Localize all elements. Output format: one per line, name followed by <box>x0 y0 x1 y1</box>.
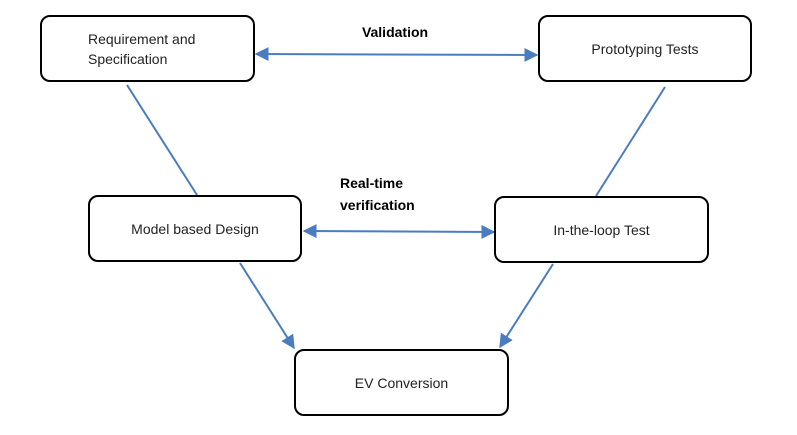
requirement-label-line2: Specification <box>88 50 168 67</box>
prototyping-to-loop-line <box>595 86 666 197</box>
requirement-specification-label: Requirement and Specification <box>88 29 195 69</box>
prototyping-tests-label: Prototyping Tests <box>591 40 699 57</box>
real-time-label-line1: Real-time <box>340 175 404 191</box>
real-time-verification-arrow <box>302 224 496 239</box>
validation-label: Validation <box>361 24 429 40</box>
loop-to-ev-arrow <box>499 263 554 349</box>
model-based-design-label: Model based Design <box>131 220 259 237</box>
model-based-design-box: Model based Design <box>88 195 302 262</box>
requirement-label-line1: Requirement and <box>88 30 196 47</box>
in-the-loop-test-box: In-the-loop Test <box>494 196 709 263</box>
requirement-to-design-line <box>126 84 198 196</box>
in-the-loop-test-label: In-the-loop Test <box>553 221 650 238</box>
real-time-verification-label: Real-time verification <box>340 172 460 216</box>
ev-conversion-box: EV Conversion <box>294 349 509 416</box>
design-to-ev-arrow <box>239 262 295 350</box>
validation-arrow <box>254 47 539 62</box>
requirement-specification-box: Requirement and Specification <box>40 15 255 82</box>
prototyping-tests-box: Prototyping Tests <box>538 15 752 82</box>
real-time-label-line2: verification <box>340 197 415 213</box>
ev-conversion-label: EV Conversion <box>354 374 449 391</box>
